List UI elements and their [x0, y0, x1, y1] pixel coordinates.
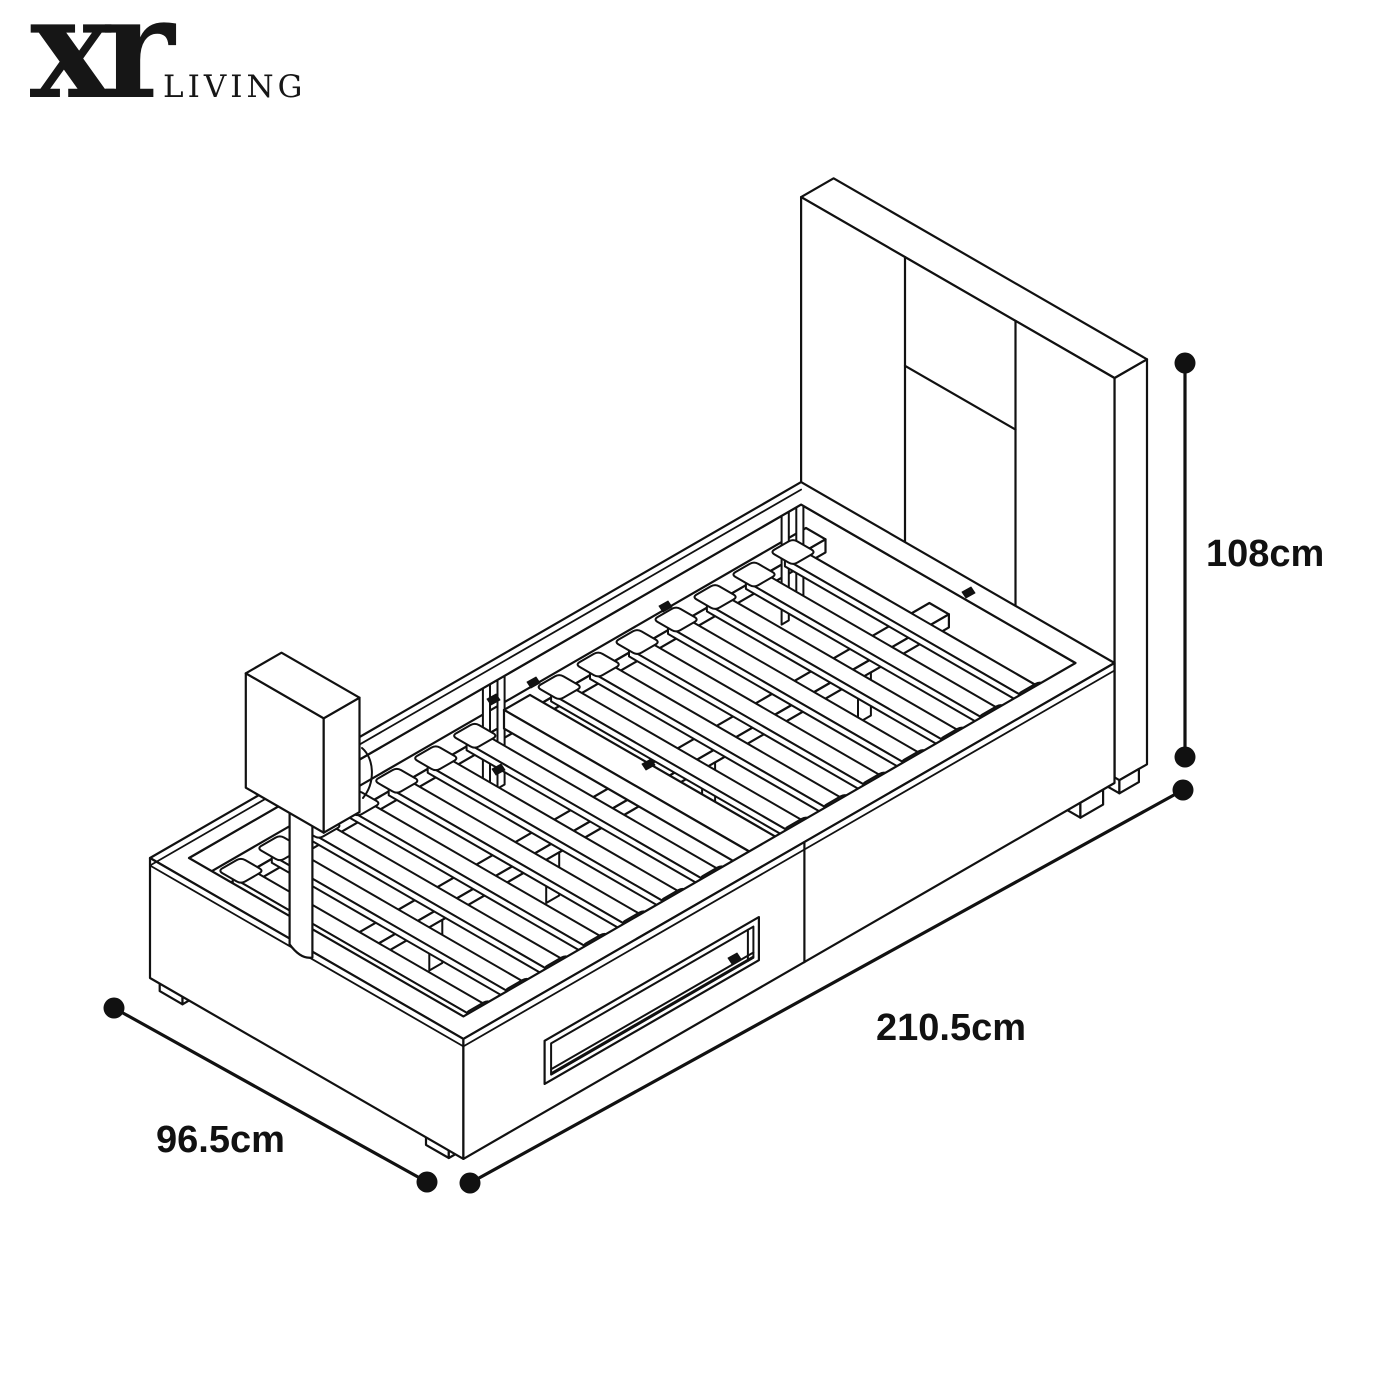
dimension-end-dot — [1172, 779, 1194, 801]
dimension-end-dot — [103, 997, 125, 1019]
dimension-label-height: 108cm — [1206, 533, 1324, 575]
brand-name-living: LIVING — [163, 69, 307, 105]
brand-mark-xr: xr — [30, 0, 175, 131]
dimension-end-dot — [1174, 746, 1196, 768]
dimension-label-width: 96.5cm — [156, 1119, 285, 1161]
dimension-end-dot — [416, 1171, 438, 1193]
dimension-end-dot — [1174, 352, 1196, 374]
dimension-end-dot — [459, 1172, 481, 1194]
slats — [219, 539, 1062, 1029]
brand-logo: xr LIVING — [0, 0, 320, 160]
tv-mount-bracket — [244, 651, 373, 959]
dimension-label-length: 210.5cm — [876, 1007, 1026, 1049]
hardware-clips — [486, 586, 976, 965]
dimension-annotations: 108cm 210.5cm 96.5cm — [103, 352, 1324, 1194]
